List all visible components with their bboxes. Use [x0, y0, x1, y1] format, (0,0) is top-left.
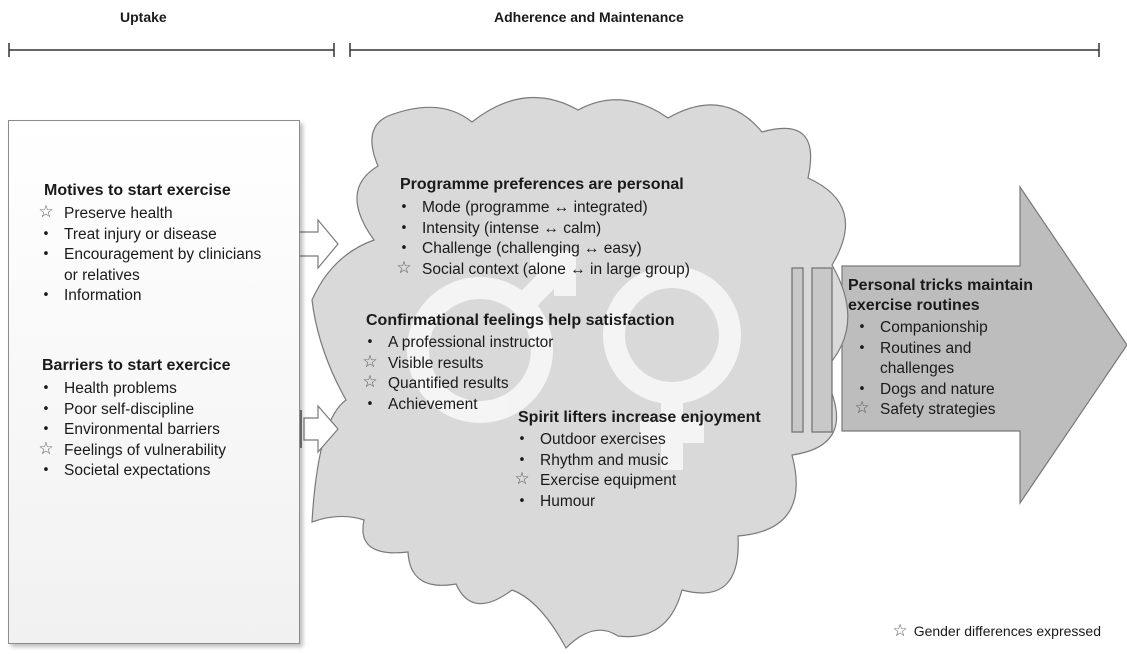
bullet-icon: • [518, 493, 526, 509]
list-item: •Encouragement by clinicians or relative… [36, 245, 274, 286]
list-item: •A professional instructor [360, 333, 553, 354]
programme-title: Programme preferences are personal [400, 176, 684, 193]
list-item: •Environmental barriers [36, 420, 226, 441]
bullet-icon: • [42, 401, 50, 417]
tricks-list: •Companionship •Routines and challenges … [852, 318, 1020, 421]
star-icon: ☆ [362, 372, 378, 392]
confirmational-list: •A professional instructor ☆Visible resu… [360, 333, 553, 415]
star-icon: ☆ [892, 621, 908, 641]
list-item: ☆Social context (alone ↔ in large group) [394, 257, 690, 281]
list-item: •Mode (programme ↔ integrated) [394, 198, 690, 219]
legend-text: Gender differences expressed [913, 623, 1101, 639]
list-item: •Societal expectations [36, 461, 226, 482]
list-item: ☆Visible results [360, 351, 553, 375]
list-item: ☆Feelings of vulnerability [36, 438, 226, 462]
list-item: •Routines and challenges [852, 339, 1020, 380]
bullet-icon: • [400, 220, 408, 236]
list-item: •Treat injury or disease [36, 225, 286, 246]
barriers-arrow [303, 404, 339, 454]
bullet-icon: • [518, 432, 526, 447]
bullet-icon: • [42, 247, 50, 262]
maintenance-arrow [841, 185, 1127, 505]
list-item: ☆Quantified results [360, 372, 553, 395]
list-item: ☆Preserve health [36, 202, 286, 225]
spirit-list: •Outdoor exercises •Rhythm and music ☆Ex… [512, 430, 676, 512]
list-item: •Challenge (challenging ↔ easy) [394, 239, 690, 260]
star-icon: ☆ [514, 469, 530, 489]
bullet-icon: • [366, 396, 374, 412]
programme-list: •Mode (programme ↔ integrated) •Intensit… [394, 198, 690, 280]
phase-label-adherence: Adherence and Maintenance [494, 9, 684, 25]
bullet-icon: • [858, 340, 866, 356]
uptake-box [8, 120, 300, 644]
tricks-title: Personal tricks maintain exercise routin… [848, 277, 1033, 314]
adherence-timeline-bracket [349, 43, 1100, 57]
phase-label-uptake: Uptake [120, 9, 167, 25]
motives-list: ☆Preserve health •Treat injury or diseas… [36, 202, 286, 307]
list-item: •Intensity (intense ↔ calm) [394, 219, 690, 240]
bullet-icon: • [400, 241, 408, 256]
list-item: •Outdoor exercises [512, 430, 676, 451]
barriers-list: •Health problems •Poor self-discipline •… [36, 379, 226, 482]
list-item: •Poor self-discipline [36, 400, 226, 421]
list-item: •Achievement [360, 395, 553, 416]
gate-bar-1 [791, 267, 804, 433]
confirmational-title: Confirmational feelings help satisfactio… [366, 312, 675, 329]
bullet-icon: • [858, 320, 866, 335]
star-icon: ☆ [38, 202, 54, 222]
bullet-icon: • [42, 422, 50, 437]
list-item: •Humour [512, 492, 676, 513]
barriers-title: Barriers to start exercice [42, 357, 231, 374]
bullet-icon: • [42, 226, 50, 242]
bullet-icon: • [42, 288, 50, 303]
gate-bar-2 [811, 267, 833, 433]
adherence-burst [311, 96, 849, 649]
list-item: •Rhythm and music [512, 451, 676, 472]
uptake-timeline-bracket [8, 43, 335, 57]
bullet-icon: • [366, 335, 374, 350]
spirit-title: Spirit lifters increase enjoyment [518, 409, 761, 426]
motives-title: Motives to start exercise [44, 182, 231, 199]
bullet-icon: • [42, 381, 50, 396]
list-item: ☆Safety strategies [852, 398, 1020, 421]
legend: ☆ Gender differences expressed [892, 621, 1101, 641]
list-item: •Information [36, 286, 286, 307]
star-icon: ☆ [38, 438, 54, 459]
gender-symbols [407, 251, 741, 470]
star-icon: ☆ [396, 257, 412, 278]
bullet-icon: • [518, 452, 526, 468]
bullet-icon: • [42, 463, 50, 478]
star-icon: ☆ [362, 351, 378, 372]
list-item: ☆Exercise equipment [512, 469, 676, 492]
bullet-icon: • [858, 381, 866, 397]
list-item: •Health problems [36, 379, 226, 400]
star-icon: ☆ [854, 398, 870, 418]
list-item: •Companionship [852, 318, 1020, 339]
bullet-icon: • [400, 200, 408, 215]
list-item: •Dogs and nature [852, 380, 1020, 401]
